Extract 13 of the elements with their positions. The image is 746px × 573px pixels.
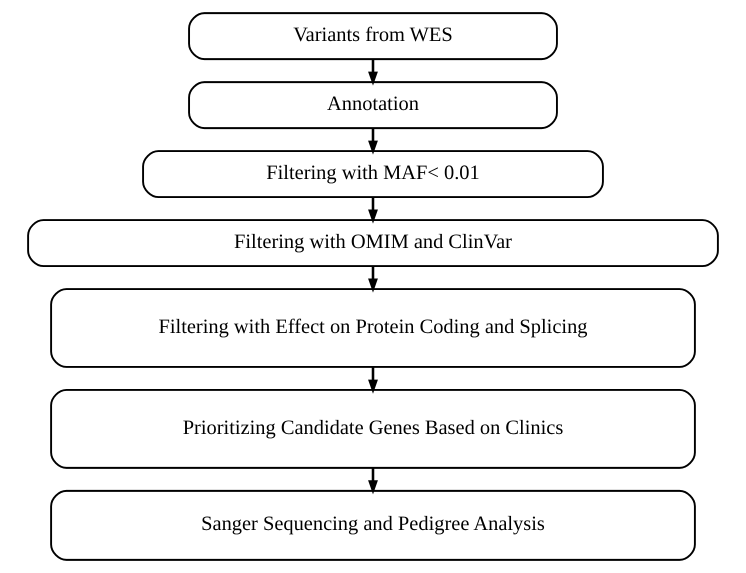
arrow [368,367,378,394]
node-box: Filtering with MAF< 0.01 [142,150,604,198]
node-box: Prioritizing Candidate Genes Based on Clinics [50,389,696,469]
node-box: Filtering with OMIM and ClinVar [27,219,719,268]
node-box: Sanger Sequencing and Pedigree Analysis [50,490,696,561]
arrow [368,468,378,494]
node-box: Variants from WES [188,12,558,60]
node-box: Filtering with Effect on Protein Coding and Splicing [50,288,696,368]
node-box: Annotation [188,81,558,130]
arrow [368,197,378,224]
arrow [368,128,378,155]
arrow [368,59,378,86]
arrow [368,266,378,293]
